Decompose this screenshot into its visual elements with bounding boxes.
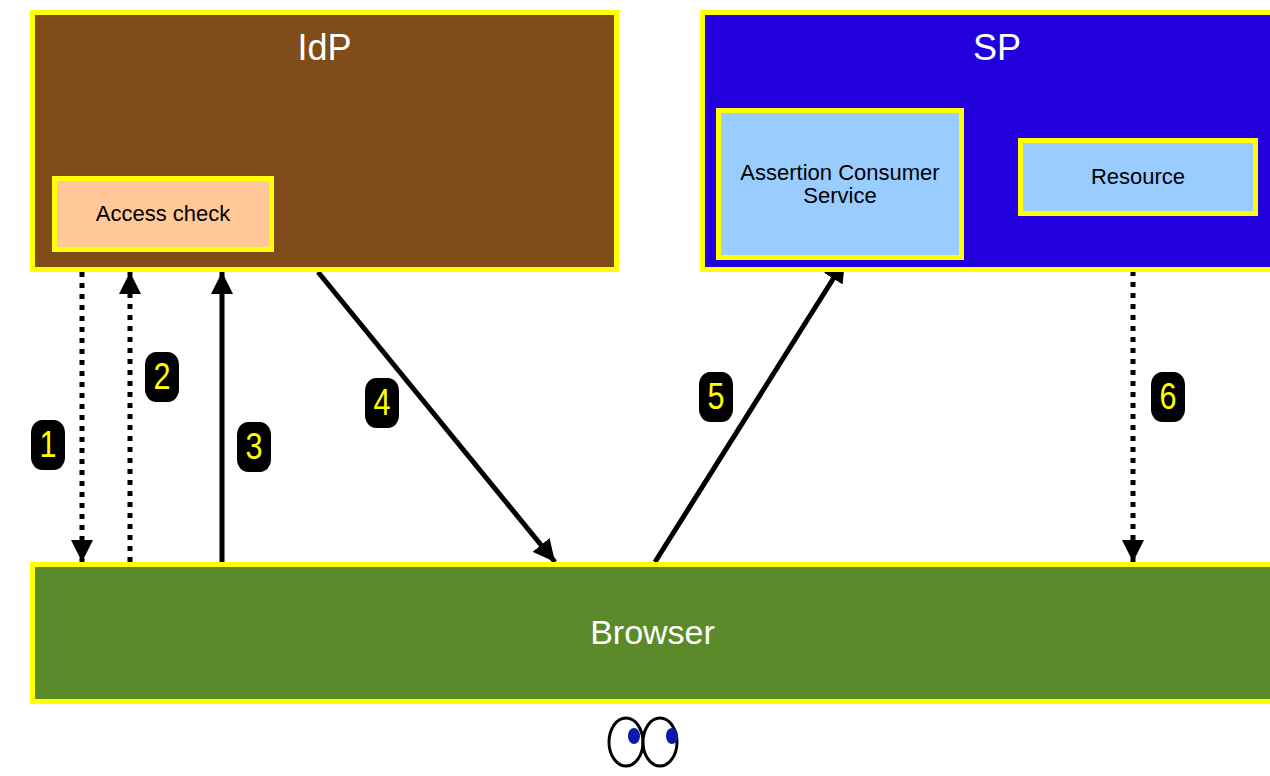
solid-arrow xyxy=(220,272,225,562)
solid-arrow xyxy=(318,272,555,562)
callout-number: 3 xyxy=(237,422,271,472)
callout-number: 5 xyxy=(699,372,733,422)
access-check-box: Access check xyxy=(52,176,274,252)
callout-text: 4 xyxy=(373,382,390,424)
node-label: IdP xyxy=(35,29,614,67)
node-label: Resource xyxy=(1091,165,1185,188)
solid-arrow xyxy=(655,260,845,562)
node-label: SP xyxy=(705,29,1270,67)
dotted-arrow xyxy=(128,272,133,562)
acs-box: Assertion Consumer Service xyxy=(716,108,964,260)
callout-text: 1 xyxy=(39,424,56,466)
callout-text: 5 xyxy=(707,376,724,418)
pupil xyxy=(666,728,678,744)
sp-box: SP Assertion Consumer Service Resource xyxy=(700,10,1270,272)
pupil xyxy=(628,728,640,744)
browser-box: Browser xyxy=(30,562,1270,704)
node-label: Assertion Consumer Service xyxy=(729,161,951,207)
dotted-arrow xyxy=(80,272,85,562)
eye xyxy=(609,718,643,766)
callout-number: 6 xyxy=(1151,372,1185,422)
idp-box: IdP Access check xyxy=(30,10,619,272)
callout-number: 4 xyxy=(365,378,399,428)
node-label: Browser xyxy=(590,615,715,651)
callout-text: 2 xyxy=(153,356,170,398)
callout-text: 6 xyxy=(1159,376,1176,418)
callout-number: 1 xyxy=(31,420,65,470)
callout-number: 2 xyxy=(145,352,179,402)
resource-box: Resource xyxy=(1018,138,1258,216)
eye xyxy=(643,718,677,766)
callout-text: 3 xyxy=(245,426,262,468)
node-label: Access check xyxy=(96,202,231,225)
